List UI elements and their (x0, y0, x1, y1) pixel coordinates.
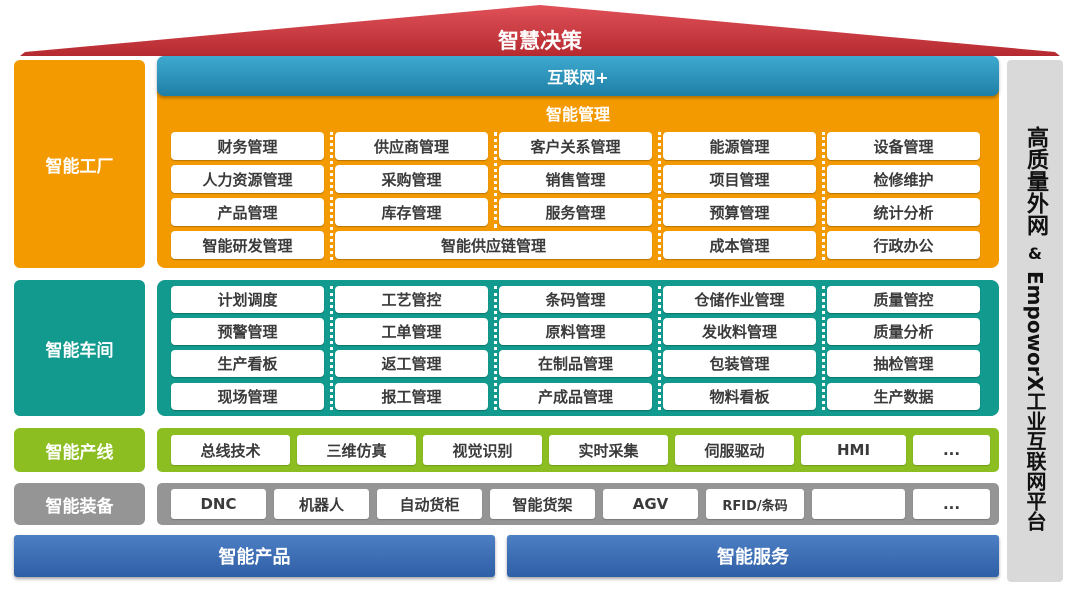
equipment-label: 智能装备 (14, 483, 145, 525)
products-bar: 智能产品 (14, 535, 495, 577)
workshop-item: 计划调度 (171, 286, 324, 313)
factory-label: 智能工厂 (14, 60, 145, 268)
column-divider (494, 132, 497, 228)
workshop-item: 生产看板 (171, 350, 324, 377)
column-divider (658, 132, 661, 260)
workshop-item: 在制品管理 (499, 350, 652, 377)
management-item: 库存管理 (335, 198, 488, 226)
workshop-item: 产成品管理 (499, 383, 652, 410)
management-item: 采购管理 (335, 165, 488, 193)
workshop-item: 条码管理 (499, 286, 652, 313)
management-item: 产品管理 (171, 198, 324, 226)
column-divider (330, 286, 333, 410)
workshop-label: 智能车间 (14, 280, 145, 416)
line-item: ... (913, 435, 990, 465)
column-divider (822, 286, 825, 410)
management-item: 统计分析 (827, 198, 980, 226)
workshop-item: 仓储作业管理 (663, 286, 816, 313)
line-item: HMI (801, 435, 906, 465)
workshop-item: 报工管理 (335, 383, 488, 410)
management-item: 行政办公 (827, 231, 980, 259)
management-item: 检修维护 (827, 165, 980, 193)
management-item: 人力资源管理 (171, 165, 324, 193)
decision-title: 智慧决策 (498, 29, 582, 53)
equipment-item (812, 489, 905, 519)
workshop-item: 包装管理 (663, 350, 816, 377)
management-item: 供应商管理 (335, 132, 488, 160)
workshop-item: 质量分析 (827, 318, 980, 345)
management-item: 设备管理 (827, 132, 980, 160)
workshop-item: 预警管理 (171, 318, 324, 345)
workshop-item: 生产数据 (827, 383, 980, 410)
management-item: 能源管理 (663, 132, 816, 160)
services-bar: 智能服务 (507, 535, 999, 577)
equipment-item: DNC (171, 489, 266, 519)
equipment-item: 智能货架 (490, 489, 595, 519)
platform-side-panel: 高质量外网 & EmpoworX工业互联网平台 (1007, 60, 1063, 582)
workshop-item: 工单管理 (335, 318, 488, 345)
line-item: 总线技术 (171, 435, 290, 465)
internet-plus-bar: 互联网+ (157, 56, 999, 96)
workshop-item: 现场管理 (171, 383, 324, 410)
management-item: 智能供应链管理 (335, 231, 652, 259)
external-network-label: 高质量外网 (1023, 126, 1048, 236)
line-item: 三维仿真 (297, 435, 416, 465)
management-item: 财务管理 (171, 132, 324, 160)
line-item: 实时采集 (549, 435, 668, 465)
column-divider (494, 286, 497, 410)
workshop-item: 质量管控 (827, 286, 980, 313)
line-item: 视觉识别 (423, 435, 542, 465)
equipment-item: 自动货柜 (377, 489, 482, 519)
roof-triangle (20, 5, 1060, 56)
line-label: 智能产线 (14, 428, 145, 472)
management-item: 服务管理 (499, 198, 652, 226)
equipment-item: 机器人 (274, 489, 369, 519)
line-item: 伺服驱动 (675, 435, 794, 465)
management-item: 成本管理 (663, 231, 816, 259)
management-item: 智能研发管理 (171, 231, 324, 259)
column-divider (658, 286, 661, 410)
workshop-item: 抽检管理 (827, 350, 980, 377)
management-title: 智能管理 (545, 105, 610, 124)
column-divider (330, 132, 333, 260)
column-divider (822, 132, 825, 260)
equipment-item: ... (913, 489, 990, 519)
ampersand: & (1028, 244, 1042, 263)
management-item: 销售管理 (499, 165, 652, 193)
equipment-item: RFID/条码 (706, 489, 804, 519)
equipment-item: AGV (603, 489, 698, 519)
management-item: 项目管理 (663, 165, 816, 193)
workshop-item: 发收料管理 (663, 318, 816, 345)
workshop-item: 物料看板 (663, 383, 816, 410)
management-item: 预算管理 (663, 198, 816, 226)
platform-label: EmpoworX工业互联网平台 (1023, 271, 1047, 532)
management-item: 客户关系管理 (499, 132, 652, 160)
workshop-item: 返工管理 (335, 350, 488, 377)
workshop-item: 工艺管控 (335, 286, 488, 313)
workshop-item: 原料管理 (499, 318, 652, 345)
